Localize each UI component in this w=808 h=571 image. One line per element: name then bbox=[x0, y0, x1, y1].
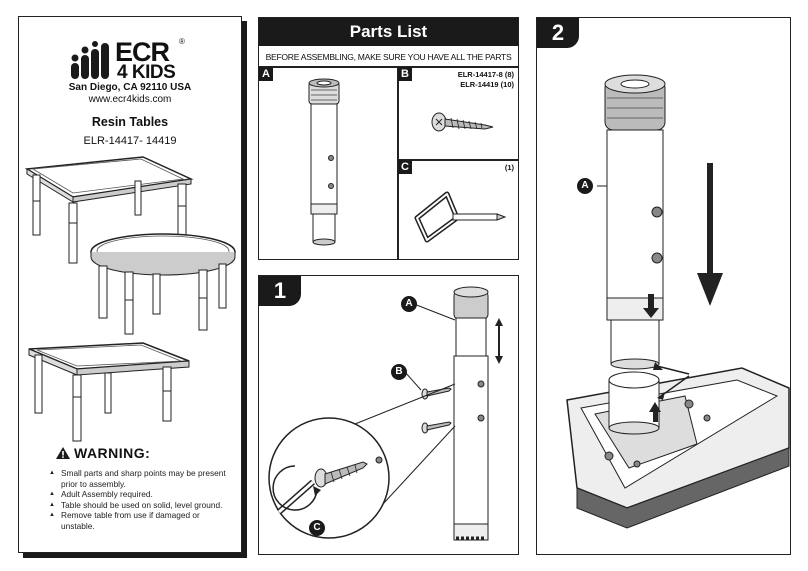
logo-text-4kids: 4 KIDS bbox=[117, 62, 176, 83]
leg-part-illustration bbox=[308, 78, 340, 246]
square-table-illustration bbox=[28, 342, 190, 442]
logo-registered: ® bbox=[179, 37, 185, 46]
warning-item: Table should be used on solid, level gro… bbox=[47, 500, 235, 511]
parts-list-subtitle: BEFORE ASSEMBLING, MAKE SURE YOU HAVE AL… bbox=[265, 52, 512, 62]
hex-key-icon bbox=[414, 191, 507, 243]
step-1-panel: 1 bbox=[258, 275, 519, 555]
round-table-illustration bbox=[90, 233, 236, 335]
step-2-diagram bbox=[566, 74, 790, 529]
step-1-callout-a: A bbox=[401, 296, 417, 312]
rectangle-table-illustration bbox=[24, 156, 194, 264]
warning-block: WARNING: Small parts and sharp points ma… bbox=[49, 445, 235, 531]
part-b-qty-1: ELR-14417-8 (8) bbox=[457, 70, 514, 79]
part-b-qty-2: ELR-14419 (10) bbox=[460, 80, 514, 89]
step-2-callout-a: A bbox=[577, 178, 593, 194]
brand-address: San Diego, CA 92110 USA bbox=[68, 82, 192, 93]
warning-triangle-icon bbox=[56, 447, 70, 459]
parts-list-title: Parts List bbox=[259, 18, 518, 46]
part-c-qty: (1) bbox=[504, 163, 514, 172]
part-label-c: C bbox=[398, 160, 412, 174]
part-label-a: A bbox=[259, 67, 273, 81]
cover-panel: ECR ® 4 KIDS San Diego, CA 92110 USA www… bbox=[18, 16, 242, 553]
brand-logo: ECR ® 4 KIDS bbox=[69, 37, 199, 87]
step-2-panel: 2 bbox=[536, 17, 791, 555]
parts-grid-divider-middle bbox=[397, 159, 519, 161]
warning-item: Adult Assembly required. bbox=[47, 489, 235, 500]
warning-list: Small parts and sharp points may be pres… bbox=[47, 468, 235, 531]
warning-item: Remove table from use if damaged or unst… bbox=[47, 510, 235, 531]
logo-bars-icon bbox=[71, 41, 109, 79]
step-2-badge: 2 bbox=[537, 18, 579, 48]
logo-text-ecr: ECR bbox=[115, 37, 170, 67]
warning-item: Small parts and sharp points may be pres… bbox=[47, 468, 235, 489]
warning-heading-row: WARNING: bbox=[55, 445, 235, 461]
step-1-callout-c: C bbox=[309, 520, 325, 536]
parts-grid-divider-top bbox=[259, 66, 518, 68]
step-1-callout-b: B bbox=[391, 364, 407, 380]
parts-grid-divider-vertical bbox=[397, 66, 399, 260]
step-1-diagram bbox=[268, 286, 503, 541]
warning-heading: WARNING: bbox=[74, 445, 151, 461]
screw-icon bbox=[431, 112, 494, 132]
product-models: ELR-14417- 14419 bbox=[83, 135, 177, 147]
parts-list-panel: Parts List BEFORE ASSEMBLING, MAKE SURE … bbox=[258, 17, 519, 260]
part-label-b: B bbox=[398, 67, 412, 81]
brand-website: www.ecr4kids.com bbox=[88, 94, 172, 105]
step-1-badge: 1 bbox=[259, 276, 301, 306]
product-title: Resin Tables bbox=[91, 115, 169, 129]
